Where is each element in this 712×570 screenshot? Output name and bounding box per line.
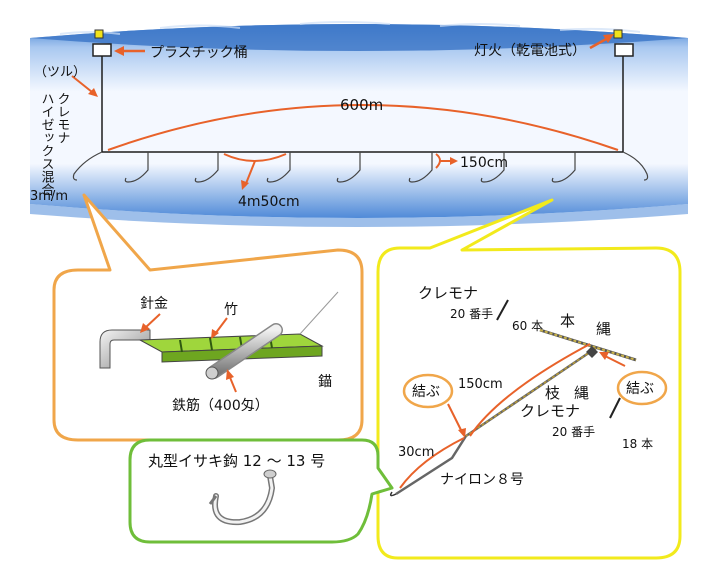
branch-rope-spec-strands: 18 本: [622, 437, 653, 451]
mainline-label-cremona: クレモナ: [55, 92, 70, 144]
hook-spacing-label: 4m50cm: [238, 194, 300, 210]
branch-rope-spec-count: 20 番手: [552, 425, 595, 439]
water-body: [30, 21, 688, 227]
anchor-illustration: [99, 291, 339, 393]
branch-rope-eda: 枝: [545, 384, 560, 402]
anchor-label: 錨: [318, 374, 332, 390]
main-rope-nawa: 縄: [596, 320, 611, 338]
lamp-buoy: [613, 29, 634, 152]
tie-right-badge: [616, 370, 668, 406]
tie-right-label: 結ぶ: [626, 381, 654, 397]
mainline-vertical-label: （ツル） クレモナ ハイゼックス混合 3m/m: [30, 65, 86, 204]
hook-type-label: 丸型イサキ鈎 12 ～ 13 号: [148, 452, 325, 470]
wire-label: 針金: [140, 296, 168, 312]
bamboo-label: 竹: [224, 302, 238, 318]
mainline-label-hizex: ハイゼックス混合: [39, 92, 55, 196]
mainline-label-tsuru: （ツル）: [34, 65, 86, 80]
bucket-buoy: [92, 29, 112, 152]
lamp-label: 灯火（乾電池式）: [474, 43, 586, 59]
branch-rope-material: クレモナ: [520, 402, 580, 420]
branch-rope-nawa: 縄: [574, 384, 589, 402]
tie-left-label: 結ぶ: [412, 384, 440, 400]
rebar-label: 鉄筋（400匁）: [172, 397, 269, 414]
main-rope-spec-count: 20 番手: [450, 307, 493, 321]
tackle-callout: [376, 198, 682, 560]
branch-lines: [72, 151, 649, 183]
nylon-label: ナイロン８号: [440, 472, 524, 488]
main-rope-spec-strands: 60 本: [512, 319, 543, 333]
tie-left-badge: [402, 373, 454, 409]
leader-length-label: 30cm: [398, 445, 434, 460]
tackle-illustration: [389, 299, 668, 497]
hook-callout: [128, 438, 394, 544]
main-line-length-arc: [107, 104, 619, 151]
bucket-label: プラスチック桶: [150, 45, 248, 61]
main-rope-material: クレモナ: [418, 284, 478, 302]
hook-illustration: [208, 469, 277, 526]
main-rope-hon: 本: [560, 312, 575, 330]
main-length-label: 600m: [340, 96, 383, 114]
mainline-label-size: 3m/m: [30, 189, 68, 204]
branch-spacing-label: 150cm: [460, 155, 508, 171]
branch-length-label: 150cm: [458, 377, 503, 392]
